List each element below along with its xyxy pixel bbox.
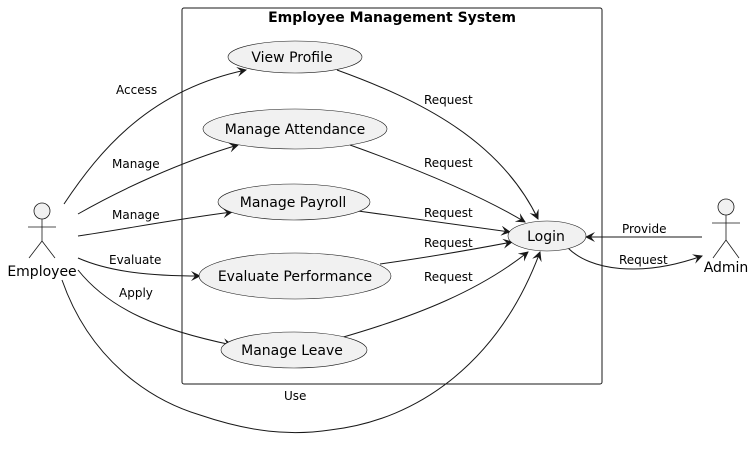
edge-label-request-performance: Request [424, 236, 473, 250]
edges [61, 66, 703, 434]
edge-evaluate [77, 257, 201, 281]
use-case-view-profile[interactable]: View Profile [227, 40, 363, 74]
edge-request-payroll [357, 210, 511, 236]
use-case-manage-payroll[interactable]: Manage Payroll [217, 183, 371, 221]
edge-label-request-profile: Request [424, 93, 473, 107]
use-case-login[interactable]: Login [507, 220, 587, 252]
edge-manage-payroll [77, 208, 233, 237]
use-case-view-profile-label: View Profile [251, 50, 332, 66]
system-title: Employee Management System [268, 10, 516, 26]
edge-apply [77, 269, 233, 349]
edge-label-request-payroll: Request [424, 206, 473, 220]
edge-request-leave [339, 251, 529, 339]
use-case-evaluate-performance-label: Evaluate Performance [218, 269, 372, 285]
use-case-manage-payroll-label: Manage Payroll [240, 195, 347, 211]
actor-admin-right-leg [725, 239, 740, 259]
actor-employee-label: Employee [7, 264, 76, 280]
edge-labels: Access Manage Manage Evaluate Apply Use … [109, 83, 668, 403]
edge-label-apply: Apply [119, 286, 153, 300]
edge-label-use: Use [284, 389, 306, 403]
actor-employee[interactable]: Employee [7, 202, 77, 280]
actor-admin-label: Admin [704, 260, 749, 276]
use-case-login-label: Login [527, 229, 565, 245]
edge-label-request-attendance: Request [424, 156, 473, 170]
actor-employee-left-leg [28, 240, 43, 259]
edge-request-admin [567, 247, 703, 270]
edge-request-performance [379, 238, 513, 265]
edge-manage-attendance [77, 142, 239, 215]
actor-employee-head [33, 202, 51, 220]
edge-label-request-admin: Request [619, 253, 668, 267]
actor-employee-right-leg [41, 240, 56, 259]
edge-access [63, 66, 247, 205]
actor-admin-left-leg [712, 239, 727, 259]
use-case-manage-leave-label: Manage Leave [241, 343, 343, 359]
actor-admin-head [717, 198, 735, 216]
edge-use [61, 251, 542, 434]
use-case-evaluate-performance[interactable]: Evaluate Performance [198, 252, 392, 300]
edge-label-manage-payroll: Manage [112, 208, 160, 222]
edge-label-manage-attendance: Manage [112, 157, 160, 171]
use-case-manage-attendance-label: Manage Attendance [225, 122, 366, 138]
actor-admin[interactable]: Admin [704, 198, 749, 276]
edge-label-evaluate: Evaluate [109, 253, 161, 267]
use-cases: View Profile Manage Attendance Manage Pa… [198, 40, 587, 369]
edge-request-attendance [349, 144, 526, 223]
edge-request-profile [336, 69, 539, 220]
use-case-manage-leave[interactable]: Manage Leave [220, 331, 368, 369]
use-case-manage-attendance[interactable]: Manage Attendance [202, 108, 388, 150]
edge-label-access: Access [116, 83, 157, 97]
edge-label-request-leave: Request [424, 270, 473, 284]
edge-label-provide: Provide [622, 222, 666, 236]
